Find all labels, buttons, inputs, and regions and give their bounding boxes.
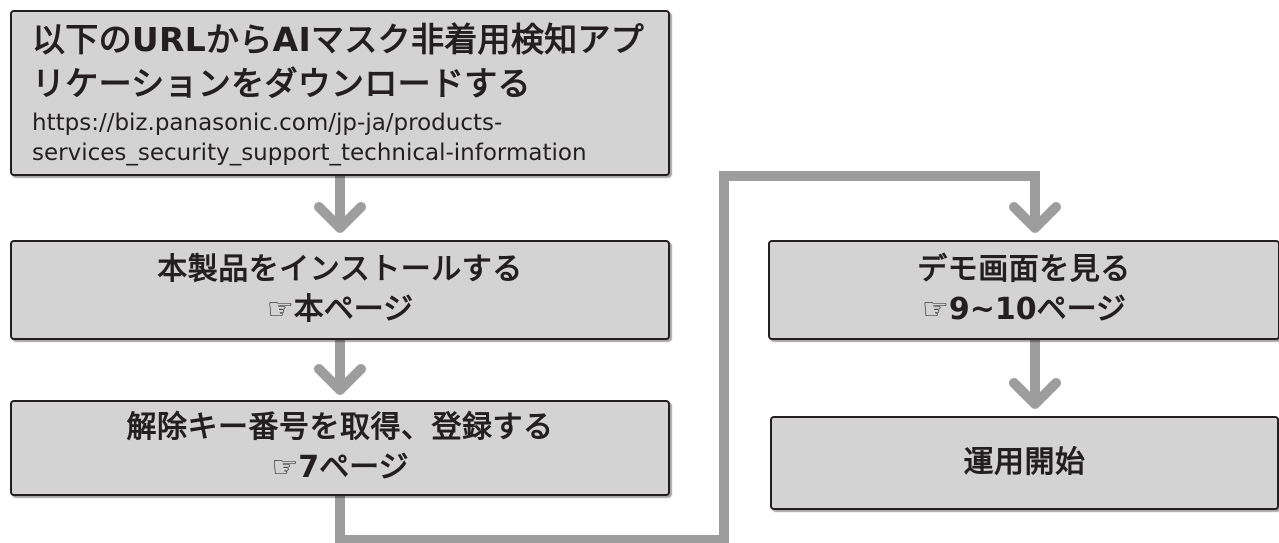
arrowhead-install [314,202,366,233]
download-url: https://biz.panasonic.com/jp-ja/products… [32,110,587,166]
step-install-title: 本製品をインストールする [157,252,523,287]
step-install-box: 本製品をインストールする ☞本ページ [10,240,670,340]
arrowhead-start [1009,378,1061,409]
step-license-box: 解除キー番号を取得、登録する ☞7ページ [10,400,670,496]
step-demo-box: デモ画面を見る ☞9~10ページ [768,240,1279,340]
step-license-title: 解除キー番号を取得、登録する [126,410,554,445]
step-license-page-ref: ☞7ページ [271,450,409,485]
step-download-box: 以下のURLからAIマスク非着用検知アプリケーションをダウンロードする http… [10,10,670,176]
arrowhead-demo [1009,202,1061,233]
step-install-page-ref: ☞本ページ [266,292,414,327]
connector-license-demo [335,171,1040,543]
arrowhead-license [314,364,366,395]
step-download-title: 以下のURLからAIマスク非着用検知アプリケーションをダウンロードする [32,20,645,103]
step-start-title: 運用開始 [963,445,1086,480]
step-demo-page-ref: ☞9~10ページ [921,292,1127,327]
step-start-box: 運用開始 [770,416,1279,510]
step-demo-title: デモ画面を見る [917,252,1131,287]
